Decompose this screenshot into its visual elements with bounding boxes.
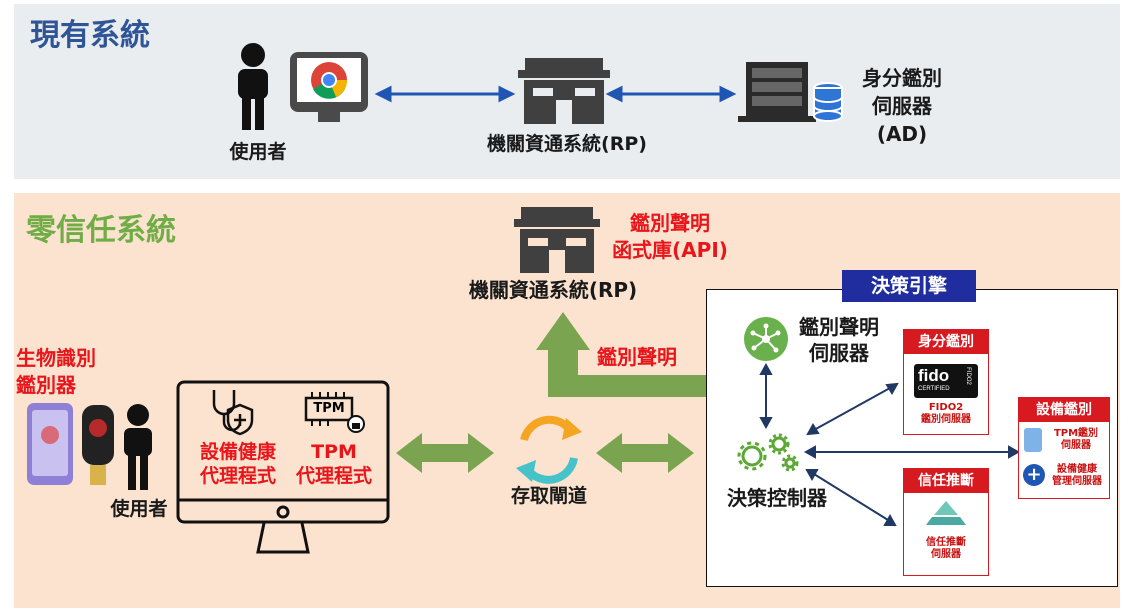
tpm-agent-line2: 代理程式 xyxy=(295,465,372,487)
assertion-server-line1: 鑑別聲明 xyxy=(799,315,879,339)
decision-engine-title: 決策引擎 xyxy=(842,270,976,302)
tpm-agent-label: TPM 代理程式 xyxy=(286,440,382,488)
device-health-agent-label: 設備健康 代理程式 xyxy=(190,440,286,488)
arrow-computer-gateway xyxy=(396,433,494,473)
gears-icon xyxy=(737,433,799,472)
stethoscope-shield-icon xyxy=(212,390,254,436)
gateway-label: 存取閘道 xyxy=(510,485,587,507)
device-auth-header: 設備鑑別 xyxy=(1019,398,1109,422)
assertion-server-label: 鑑別聲明 伺服器 xyxy=(791,314,887,366)
rp-building-icon xyxy=(514,207,600,273)
fido-caption-line1: FIDO2 xyxy=(928,402,964,413)
device-tpm-line1: TPM鑑別 xyxy=(1053,428,1099,439)
top-arrow-rp-ad xyxy=(605,85,737,103)
identity-auth-header: 身分鑑別 xyxy=(904,330,988,354)
device-health-agent-line2: 代理程式 xyxy=(199,465,276,487)
pyramid-icon xyxy=(926,501,966,525)
fido-logo: fido CERTIFIED FIDO2 xyxy=(914,364,978,398)
monitor-browser-icon xyxy=(290,52,368,122)
auth-server-line1: 身分鑑別 xyxy=(862,66,942,90)
biometric-label: 生物識別 鑑別器 xyxy=(16,345,116,399)
database-icon xyxy=(813,82,843,122)
top-arrow-user-rp xyxy=(374,85,516,103)
arrow-gateway-engine xyxy=(596,433,694,473)
current-system-title: 現有系統 xyxy=(30,18,150,53)
tpm-agent-line1: TPM xyxy=(311,441,357,463)
person-icon-bottom xyxy=(124,404,152,490)
zero-trust-title: 零信任系統 xyxy=(26,213,176,248)
tpm-chip-icon xyxy=(304,392,365,433)
trust-inference-box: 信任推斷 信任推斷 伺服器 xyxy=(903,468,989,576)
fido-caption-line2: 鑑別伺服器 xyxy=(921,414,971,425)
device-health-line1: 設備健康 xyxy=(1057,464,1097,475)
api-line2: 函式庫(API) xyxy=(612,238,728,262)
assertion-bent-arrow xyxy=(536,312,706,397)
network-node-icon xyxy=(744,317,788,361)
top-user-label: 使用者 xyxy=(229,141,287,163)
security-key-icon xyxy=(82,405,114,485)
auth-server-line2: 伺服器 xyxy=(872,94,932,118)
top-rp-label: 機關資通系統(RP) xyxy=(487,133,647,155)
assertion-arrow-label: 鑑別聲明 xyxy=(597,345,677,369)
person-icon xyxy=(238,43,268,130)
api-label: 鑑別聲明 函式庫(API) xyxy=(605,210,735,264)
auth-server-line3: (AD) xyxy=(876,122,928,146)
trust-inference-header: 信任推斷 xyxy=(904,469,988,493)
api-line1: 鑑別聲明 xyxy=(630,211,710,235)
fido-certified-text: CERTIFIED xyxy=(918,386,950,392)
device-tpm-line2: 伺服器 xyxy=(1061,440,1091,451)
controller-label: 決策控制器 xyxy=(727,486,827,510)
fido-side-text: FIDO2 xyxy=(965,367,972,385)
identity-auth-box: 身分鑑別 fido CERTIFIED FIDO2 FIDO2 鑑別伺服器 xyxy=(903,329,989,435)
biometric-line2: 鑑別器 xyxy=(16,373,76,397)
device-health-line2: 管理伺服器 xyxy=(1052,476,1102,487)
device-tpm-label: TPM鑑別 伺服器 xyxy=(1045,428,1107,452)
phone-fingerprint-icon xyxy=(27,403,73,485)
biometric-line1: 生物識別 xyxy=(16,346,96,370)
device-health-label: 設備健康 管理伺服器 xyxy=(1045,464,1109,488)
refresh-gateway-icon xyxy=(516,415,582,484)
building-icon xyxy=(518,58,610,124)
rp-label-bottom: 機關資通系統(RP) xyxy=(468,278,638,302)
server-rack-icon xyxy=(738,62,816,122)
device-health-agent-line1: 設備健康 xyxy=(199,441,276,463)
bottom-user-label: 使用者 xyxy=(110,498,168,520)
engine-connectors xyxy=(759,362,1021,526)
device-auth-box: 設備鑑別 TPM鑑別 伺服器 + 設備健康 管理伺服器 xyxy=(1018,397,1110,499)
tpm-chip-text: TPM xyxy=(313,401,345,416)
assertion-server-line2: 伺服器 xyxy=(809,341,869,365)
plus-circle-icon: + xyxy=(1023,464,1045,486)
device-tpm-icon xyxy=(1024,428,1042,452)
fido-logo-text: fido xyxy=(918,366,950,385)
trust-caption-line2: 伺服器 xyxy=(931,549,961,560)
trust-caption-line1: 信任推斷 xyxy=(926,537,966,548)
computer-monitor xyxy=(176,380,390,554)
auth-server-label: 身分鑑別 伺服器 (AD) xyxy=(842,64,962,148)
